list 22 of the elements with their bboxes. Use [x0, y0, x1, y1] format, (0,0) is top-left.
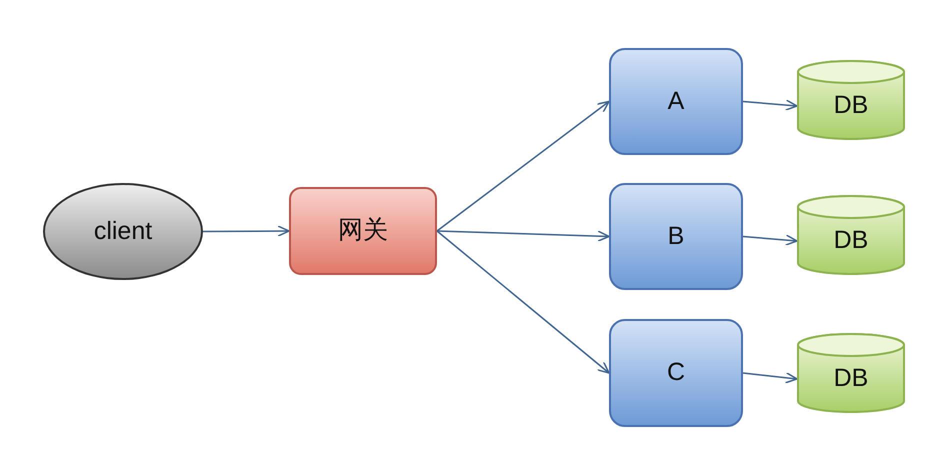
node-label: DB [834, 363, 868, 394]
arrow [742, 99, 798, 111]
service-box [609, 48, 743, 155]
gateway-box [289, 187, 437, 275]
database-cylinder [797, 195, 905, 275]
node-label: DB [834, 90, 868, 122]
arrow [203, 225, 290, 237]
arrow [742, 234, 798, 246]
service-box [609, 319, 743, 427]
service-box [609, 183, 743, 290]
arrow [742, 372, 798, 384]
database-cylinder [797, 333, 905, 413]
node-label: DB [834, 225, 868, 256]
database-cylinder [797, 60, 905, 140]
arrow [436, 230, 610, 374]
node-label: A [668, 86, 684, 117]
arrow [436, 230, 610, 242]
node-label: B [668, 220, 684, 252]
node-label: 网关 [338, 215, 388, 246]
arrow [436, 100, 610, 232]
node-label: client [94, 216, 152, 247]
node-label: C [666, 357, 686, 388]
